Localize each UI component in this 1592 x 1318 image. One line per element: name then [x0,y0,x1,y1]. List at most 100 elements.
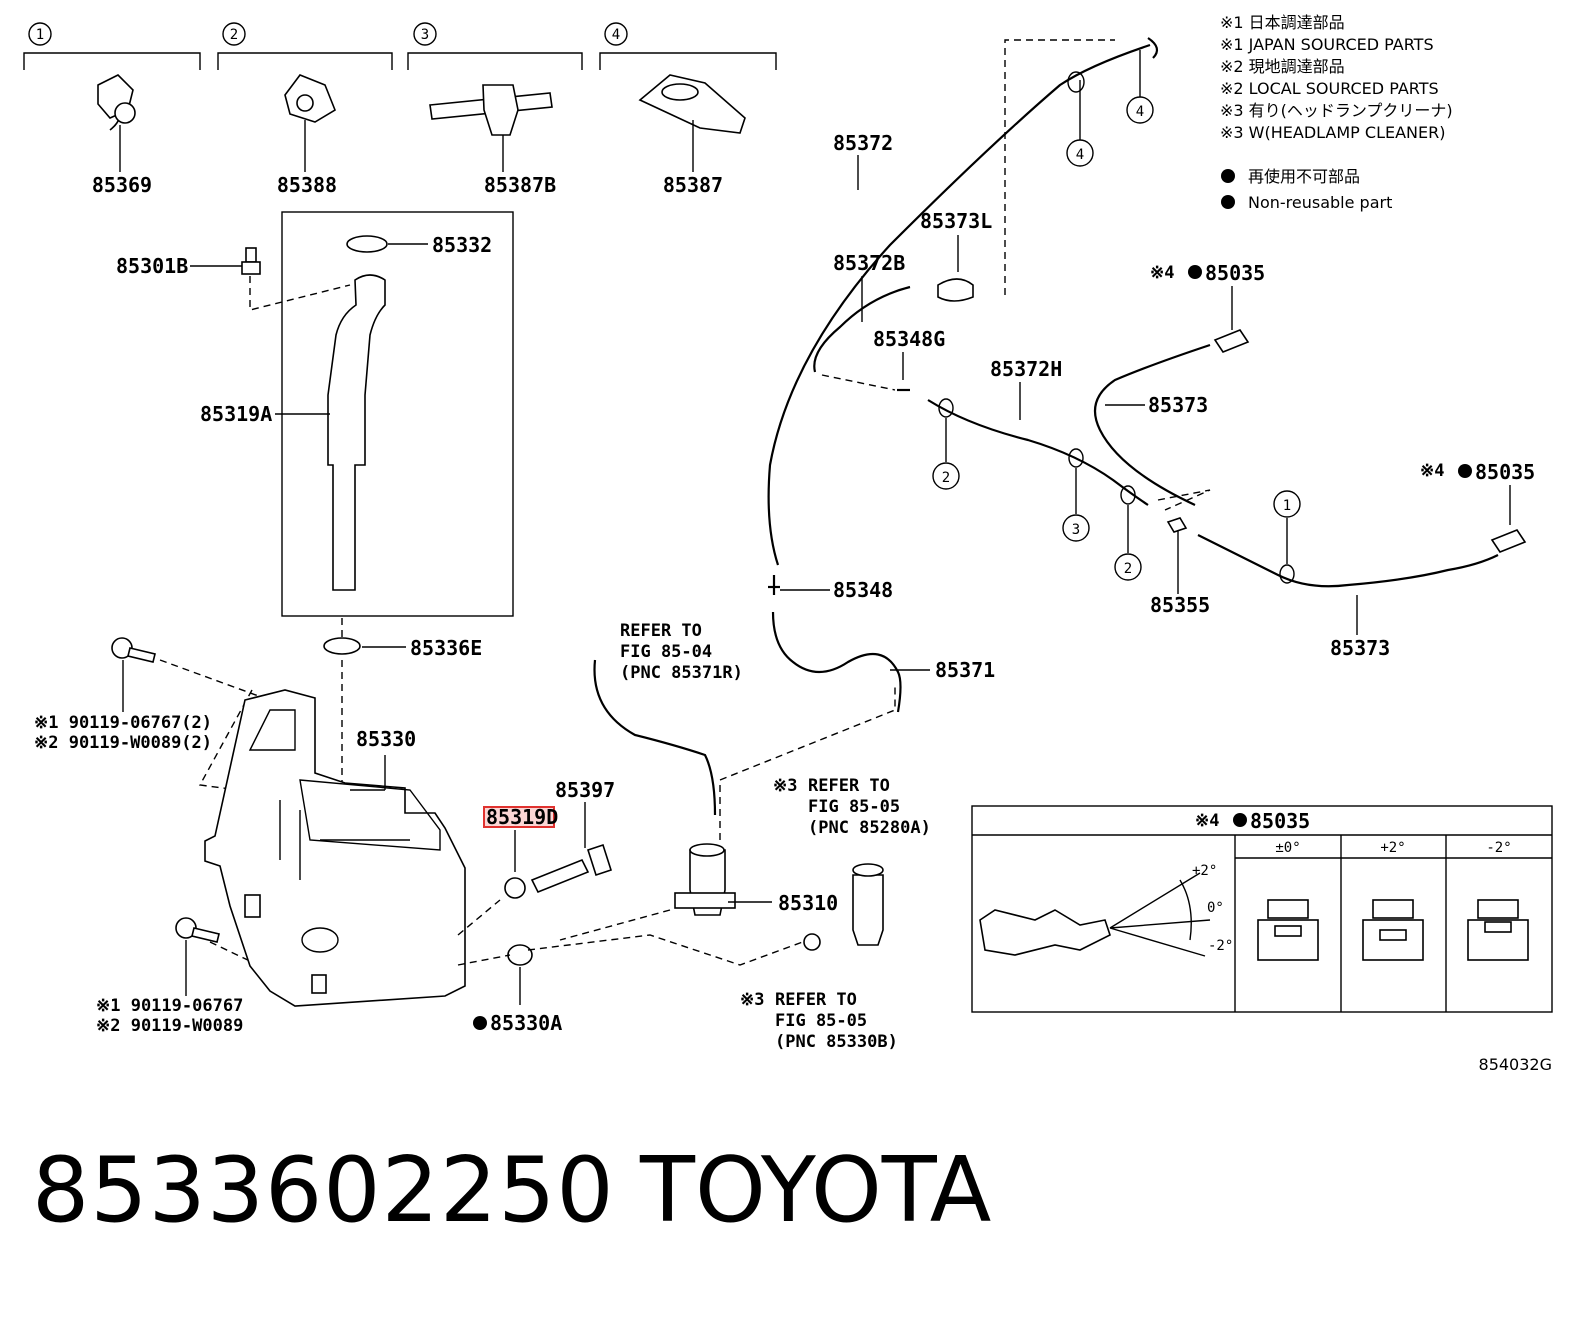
nozzle-85373L: 85373L [920,209,992,302]
clip-type-2: 2 85388 [217,22,393,197]
svg-text:4: 4 [612,27,620,43]
svg-text:※1 JAPAN SOURCED PARTS: ※1 JAPAN SOURCED PARTS [1220,35,1434,54]
svg-text:85332: 85332 [432,233,492,257]
svg-text:85355: 85355 [1150,593,1210,617]
nozzle-85035-upper: ※4 85035 [1150,261,1265,353]
svg-text:再使用不可部品: 再使用不可部品 [1248,167,1360,186]
svg-text:3: 3 [1072,522,1080,538]
svg-text:85035: 85035 [1205,261,1265,285]
svg-text:85035: 85035 [1475,460,1535,484]
svg-text:85319A: 85319A [200,402,272,426]
svg-text:4: 4 [1136,104,1144,120]
hose-85372H: 85372H 2 3 2 [927,357,1149,581]
svg-text:※3 有り(ヘッドランプクリーナ): ※3 有り(ヘッドランプクリーナ) [1220,101,1453,120]
svg-text:(PNC 85371R): (PNC 85371R) [620,663,743,683]
svg-text:※2 現地調達部品: ※2 現地調達部品 [1220,57,1345,76]
svg-text:85372: 85372 [833,131,893,155]
filler-neck-assembly: 85332 85319A 85301B [116,211,514,617]
hose-85373-lower: 1 85373 [1197,490,1499,660]
svg-text:REFER TO: REFER TO [808,776,890,796]
refer-85-05-85280A: ※3 REFER TO FIG 85-05 (PNC 85280A) [773,776,931,951]
svg-text:+2°: +2° [1380,840,1405,856]
nozzle-angle-table: ※4 85035 ±0° +2° -2° +2° 0° -2° [971,805,1553,1013]
clip-part-85387B: 85387B [484,173,556,197]
svg-text:±0°: ±0° [1275,840,1300,856]
svg-text:※2 LOCAL SOURCED PARTS: ※2 LOCAL SOURCED PARTS [1220,79,1439,98]
grommet-85330A: 85330A [457,934,809,1035]
svg-text:85372H: 85372H [990,357,1062,381]
nozzle-front-minus2 [1467,899,1529,961]
refer-85-05-85330B: ※3 REFER TO FIG 85-05 (PNC 85330B) [740,990,898,1052]
svg-text:2: 2 [942,470,950,486]
grommet-85336E: 85336E [323,618,482,790]
svg-text:※1 日本調達部品: ※1 日本調達部品 [1220,13,1345,32]
brand-name: TOYOTA [640,1138,992,1243]
nozzle-front-0 [1257,899,1319,961]
refer-85-04: REFER TO FIG 85-04 (PNC 85371R) [593,621,743,816]
svg-text:※3 W(HEADLAMP CLEANER): ※3 W(HEADLAMP CLEANER) [1220,123,1445,142]
svg-text:※2 90119-W0089(2): ※2 90119-W0089(2) [34,733,212,753]
clip-type-1: 1 85369 [23,22,201,197]
svg-text:85319D: 85319D [486,805,558,829]
svg-text:※3: ※3 [773,776,797,796]
svg-text:REFER TO: REFER TO [620,621,702,641]
part-number: 8533602250 [32,1138,615,1243]
svg-text:※4: ※4 [1420,461,1444,481]
washer-reservoir-85330: 85330 [204,689,466,1007]
svg-text:※1 90119-06767: ※1 90119-06767 [96,996,243,1016]
washer-pump-85310: 85310 [559,685,896,941]
svg-text:FIG 85-05: FIG 85-05 [775,1011,867,1031]
svg-text:(PNC 85330B): (PNC 85330B) [775,1032,898,1052]
hose-85372B: 85372B [813,251,911,391]
svg-text:85372B: 85372B [833,251,905,275]
svg-text:※1 90119-06767(2): ※1 90119-06767(2) [34,713,212,733]
svg-text:85373L: 85373L [920,209,992,233]
bolt-upper: ※1 90119-06767(2) ※2 90119-W0089(2) [34,637,276,791]
svg-text:85035: 85035 [1250,809,1310,833]
svg-text:※4: ※4 [1195,811,1219,831]
svg-text:85336E: 85336E [410,636,482,660]
joint-85348G: 85348G [873,327,945,392]
svg-text:※3: ※3 [740,990,764,1010]
svg-text:85371: 85371 [935,658,995,682]
svg-text:0°: 0° [1207,900,1224,916]
clip-part-85387: 85387 [663,173,723,197]
svg-text:+2°: +2° [1192,863,1217,879]
clip-type-3: 3 85387B [407,22,583,197]
bolt-lower: ※1 90119-06767 ※2 90119-W0089 [96,917,301,1036]
hose-85371: 85371 [771,611,995,713]
svg-text:85301B: 85301B [116,254,188,278]
svg-text:Non-reusable part: Non-reusable part [1248,193,1392,212]
svg-text:1: 1 [1283,498,1291,514]
svg-text:85310: 85310 [778,891,838,915]
nozzle-front-plus2 [1362,899,1424,961]
svg-text:85373: 85373 [1330,636,1390,660]
svg-text:85330A: 85330A [490,1011,562,1035]
clip-type-4: 4 85387 [599,22,777,197]
part-85397: 85397 [530,778,615,894]
svg-text:85330: 85330 [356,727,416,751]
svg-text:-2°: -2° [1486,840,1511,856]
hose-85372: 85372 4 4 [767,37,1159,566]
diagram-id: 854032G [1479,1055,1552,1074]
svg-text:-2°: -2° [1208,938,1233,954]
part-85319D: 85319D [457,805,558,936]
svg-text:※4: ※4 [1150,263,1174,283]
svg-text:3: 3 [421,27,429,43]
nozzle-85035-lower: ※4 85035 [1420,460,1535,553]
legend: ※1 日本調達部品 ※1 JAPAN SOURCED PARTS ※2 現地調達… [1220,13,1453,212]
hose-85373-upper: 85373 [1093,343,1211,511]
svg-text:REFER TO: REFER TO [775,990,857,1010]
svg-text:85348: 85348 [833,578,893,602]
svg-text:85373: 85373 [1148,393,1208,417]
joint-85355: 85355 [1150,517,1210,617]
svg-text:85397: 85397 [555,778,615,802]
svg-text:(PNC 85280A): (PNC 85280A) [808,818,931,838]
svg-text:85348G: 85348G [873,327,945,351]
svg-text:2: 2 [230,27,238,43]
clip-part-85369: 85369 [92,173,152,197]
svg-text:2: 2 [1124,561,1132,577]
svg-text:FIG 85-05: FIG 85-05 [808,797,900,817]
svg-text:1: 1 [36,27,44,43]
